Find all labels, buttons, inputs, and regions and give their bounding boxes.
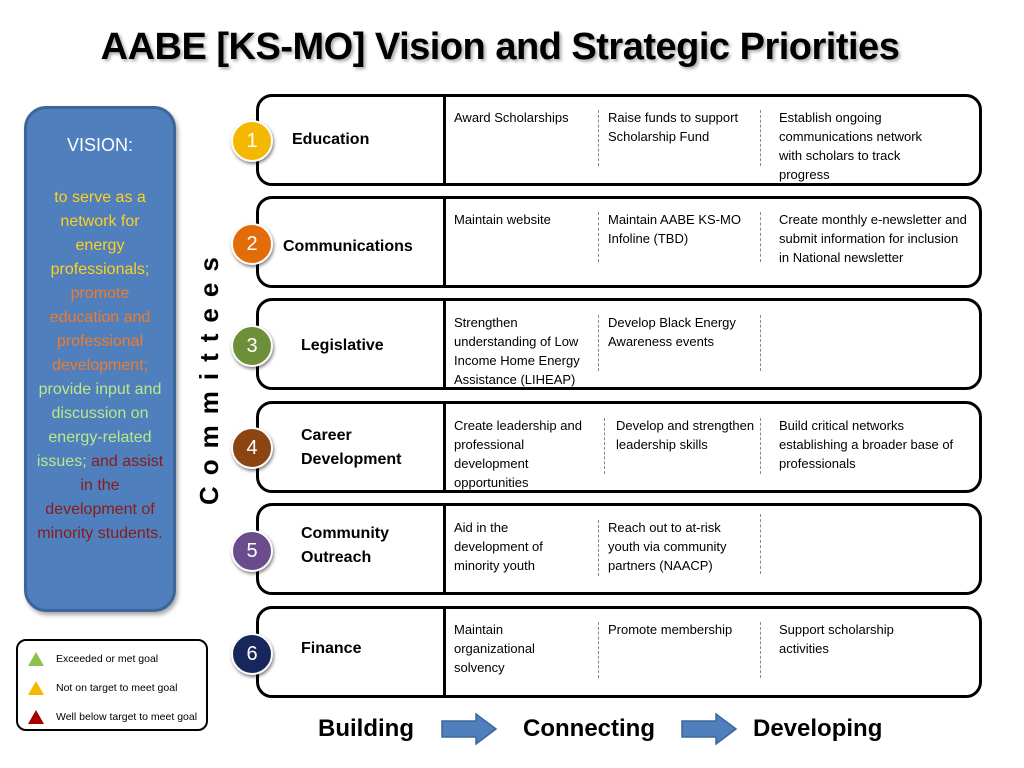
row-divider: [443, 506, 446, 592]
legend-item-met: Exceeded or met goal: [28, 651, 158, 667]
page-title: AABE [KS-MO] Vision and Strategic Priori…: [100, 26, 900, 68]
task-leadership-opportunities: Create leadership and professional devel…: [454, 418, 582, 490]
task-e-newsletter: Create monthly e-newsletter and submit i…: [779, 212, 967, 265]
number-badge-2: 2: [231, 223, 273, 265]
task-separator: [760, 212, 761, 262]
vision-heading: VISION:: [66, 135, 133, 155]
task-critical-networks: Build critical networks establishing a b…: [779, 418, 954, 471]
row-divider: [443, 404, 446, 490]
vision-part-network: to serve as a network for energy profess…: [50, 189, 150, 278]
legend-label: Well below target to meet goal: [56, 711, 198, 723]
task-separator: [598, 315, 599, 371]
task-solvency: Maintain organizational solvency: [454, 622, 535, 675]
committee-row-career-development: [256, 401, 982, 493]
task-separator: [598, 520, 599, 576]
vision-part-input: provide input and discussion on energy-r…: [36, 381, 162, 470]
task-separator: [760, 110, 761, 166]
task-scholarship-activities: Support scholarship activities: [779, 622, 894, 656]
task-maintain-website: Maintain website: [454, 212, 551, 227]
legend-label: Exceeded or met goal: [56, 653, 159, 665]
legend-item-below-target: Well below target to meet goal: [28, 709, 197, 725]
task-minority-youth: Aid in the development of minority youth: [454, 520, 543, 573]
legend: Exceeded or met goal Not on target to me…: [16, 639, 208, 731]
row-divider: [443, 97, 446, 183]
committee-name-finance: Finance: [301, 640, 362, 657]
number-badge-4: 4: [231, 427, 273, 469]
right-arrow-icon: [441, 712, 498, 746]
vision-box: VISION: to serve as a network for energy…: [24, 106, 176, 612]
task-separator: [598, 110, 599, 166]
row-divider: [443, 199, 446, 285]
task-separator: [760, 315, 761, 371]
task-at-risk-youth: Reach out to at-risk youth via community…: [608, 520, 727, 573]
vision-part-assist: and assist in the development of minorit…: [37, 453, 164, 542]
task-black-energy-awareness: Develop Black Energy Awareness events: [608, 315, 736, 349]
committee-name-communications: Communications: [283, 238, 413, 255]
task-leadership-skills: Develop and strengthen leadership skills: [616, 418, 755, 452]
committee-name-legislative: Legislative: [301, 337, 384, 354]
task-separator: [604, 418, 605, 474]
number-badge-3: 3: [231, 325, 273, 367]
row-divider: [443, 609, 446, 695]
number-badge-5: 5: [231, 530, 273, 572]
task-infoline: Maintain AABE KS-MO Infoline (TBD): [608, 212, 741, 246]
committee-name-community-outreach: Community Outreach: [301, 525, 389, 566]
committee-name-education: Education: [292, 131, 370, 148]
vision-text: to serve as a network for energy profess…: [35, 186, 165, 546]
legend-label: Not on target to meet goal: [56, 682, 178, 694]
flow-connecting: Connecting: [523, 715, 655, 742]
row-divider: [443, 301, 446, 387]
committees-label: Committees: [194, 246, 224, 506]
yellow-triangle-icon: [28, 681, 44, 695]
red-triangle-icon: [28, 710, 44, 724]
flow-building: Building: [318, 715, 414, 742]
task-separator: [760, 418, 761, 474]
right-arrow-icon: [681, 712, 738, 746]
number-badge-1: 1: [231, 120, 273, 162]
legend-item-not-on-target: Not on target to meet goal: [28, 680, 177, 696]
vision-part-education: promote education and professional devel…: [49, 285, 151, 374]
task-raise-funds: Raise funds to support Scholarship Fund: [608, 110, 739, 144]
task-communications-network: Establish ongoing communications network…: [779, 110, 923, 182]
number-badge-6: 6: [231, 633, 273, 675]
committee-row-community-outreach: [256, 503, 982, 595]
task-promote-membership: Promote membership: [608, 622, 733, 637]
task-separator: [760, 514, 761, 574]
committee-row-finance: [256, 606, 982, 698]
flow-developing: Developing: [753, 715, 883, 742]
task-separator: [598, 212, 599, 262]
green-triangle-icon: [28, 652, 44, 666]
task-separator: [598, 622, 599, 678]
task-separator: [760, 622, 761, 678]
task-liheap: Strengthen understanding of Low Income H…: [454, 315, 580, 387]
task-award-scholarships: Award Scholarships: [454, 110, 569, 125]
committee-name-career-development: Career Development: [301, 427, 402, 468]
